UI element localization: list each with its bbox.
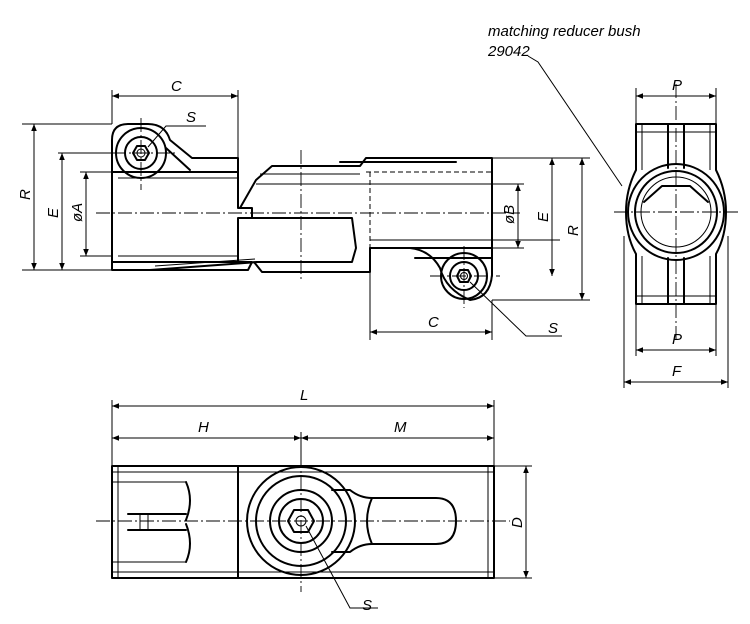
- note-text-line1: matching reducer bush: [488, 23, 641, 40]
- dim-label-h: H: [198, 419, 209, 436]
- dim-label-p-top: P: [672, 77, 682, 94]
- dim-label-f: F: [672, 363, 682, 380]
- dim-label-r-left: R: [17, 189, 34, 200]
- dim-label-l: L: [300, 387, 308, 404]
- dim-label-p-bottom: P: [672, 331, 682, 348]
- dim-label-s-bottom: S: [362, 597, 372, 614]
- dim-label-c-top: C: [171, 78, 182, 95]
- dim-label-s-right: S: [548, 320, 558, 337]
- dim-label-s-top: S: [186, 109, 196, 126]
- front-view: [22, 90, 590, 340]
- dim-label-e-left: E: [45, 207, 62, 218]
- dim-label-dia-a: øA: [69, 203, 86, 222]
- dim-label-m: M: [394, 419, 407, 436]
- dim-label-e-right: E: [535, 211, 552, 222]
- dim-label-r-right: R: [565, 225, 582, 236]
- dim-label-d: D: [509, 517, 526, 528]
- note-text-line2: 29042: [487, 43, 530, 60]
- plan-view: [96, 400, 532, 609]
- dim-label-dia-b: øB: [501, 205, 518, 224]
- dim-label-c-right: C: [428, 314, 439, 331]
- side-view: [527, 55, 738, 388]
